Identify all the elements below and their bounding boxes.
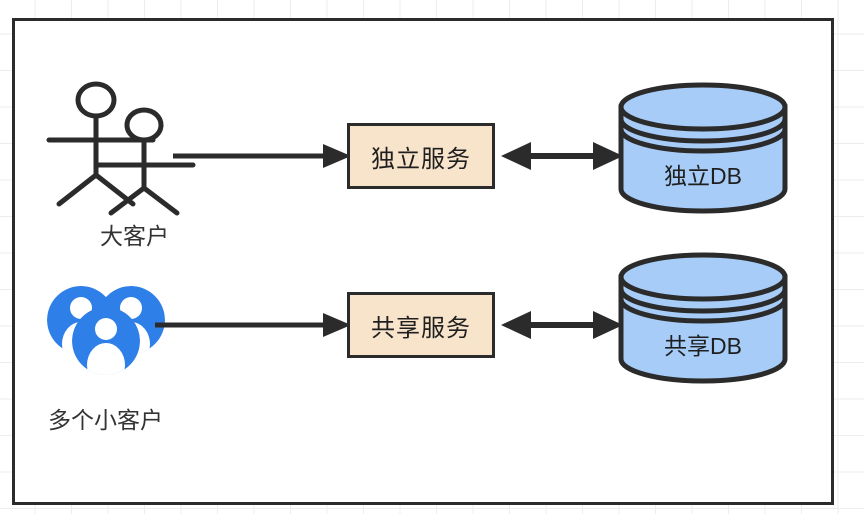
arrow-service-to-db-dedicated [501,141,623,171]
arrow-service-to-db-shared [501,310,623,340]
arrow-actor-to-service-dedicated [173,141,353,171]
two-stick-figures-icon [41,78,201,216]
database-cylinder-dedicated[interactable]: 独立DB [617,82,789,214]
arrow-actor-to-service-shared [155,310,353,340]
database-cylinder-shared[interactable]: 共享DB [617,252,789,384]
actor-caption-shared: 多个小客户 [48,407,163,433]
actor-caption-dedicated: 大客户 [100,223,169,249]
user-group-icon [47,286,165,376]
diagram-frame: 大客户 独立服务 独立DB [12,18,834,505]
service-box-dedicated[interactable]: 独立服务 [347,123,495,189]
service-box-shared[interactable]: 共享服务 [347,292,495,358]
